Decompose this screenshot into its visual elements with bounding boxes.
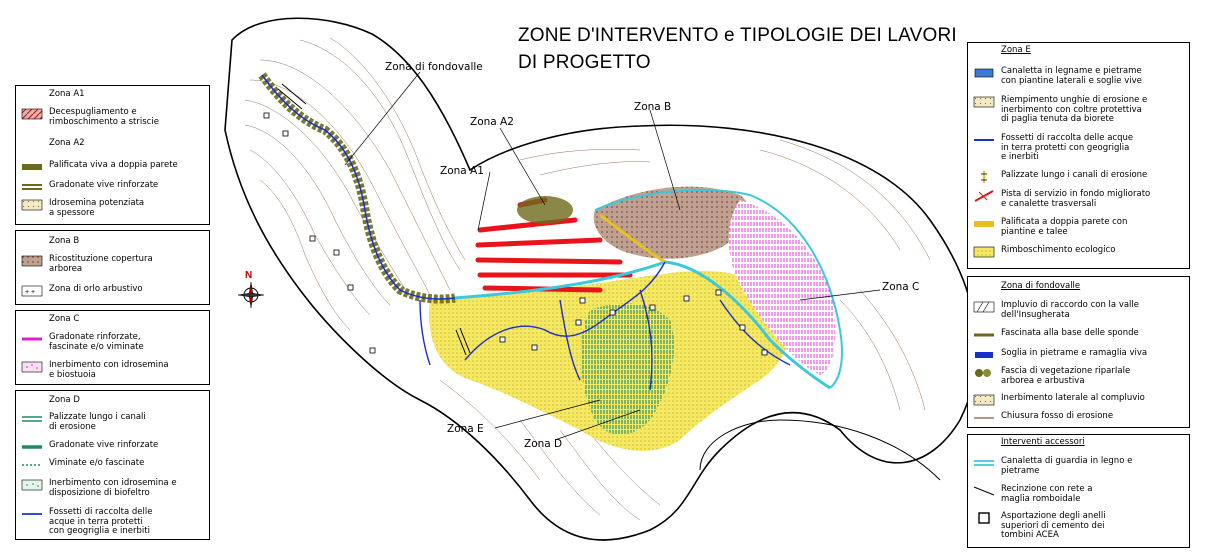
fossetti-e-icon: [974, 139, 994, 141]
palificata-icon: [22, 164, 42, 170]
label-zona-e: Zona E: [447, 423, 484, 435]
legend-d-header: Zona D: [49, 395, 80, 405]
inerbimento-laterale-icon: [973, 394, 995, 406]
legend-e-item: Rimboschimento ecologico: [1001, 245, 1116, 255]
gradonate-green-icon: [22, 445, 42, 449]
fondovalle-channel: [261, 74, 456, 300]
legend-e-item: Pista di servizio in fondo migliorato e …: [1001, 189, 1151, 209]
legend-accessori-item: Recinzione con rete a maglia romboidale: [1001, 484, 1093, 504]
legend-c-item: Gradonate rinforzate, fascinate e/o vimi…: [49, 332, 144, 352]
legend-e-item: Riempimento unghie di erosione e inerbim…: [1001, 95, 1148, 124]
legend-fondovalle-item: Soglia in pietrame e ramaglia viva: [1001, 348, 1148, 358]
canaletta-blue-icon: [974, 68, 994, 78]
legend-b-item: Zona di orlo arbustivo: [49, 284, 143, 294]
legend-d-item: Palizzate lungo i canali di erosione: [49, 412, 146, 432]
legend-a2-item: Idrosemina potenziata a spessore: [49, 198, 145, 218]
legend-e-item: Canaletta in legname e pietrame con pian…: [1001, 66, 1142, 86]
pista-red-icon: [974, 190, 994, 202]
recinzione-icon: [973, 486, 995, 496]
legend-d-item: Inerbimento con idrosemina e disposizion…: [49, 478, 177, 498]
riempimento-icon: [973, 96, 995, 108]
magenta-line-icon: [22, 337, 42, 341]
legend-e-header: Zona E: [1001, 45, 1031, 55]
label-zona-fondovalle: Zona di fondovalle: [385, 61, 483, 73]
legend-zona-c: Zona C Gradonate rinforzate, fascinate e…: [15, 310, 210, 385]
leader-lines: [344, 71, 881, 441]
map-title: ZONE D'INTERVENTO e TIPOLOGIE DEI LAVORI…: [518, 25, 957, 73]
red-hatch-icon: [21, 108, 43, 120]
fascia-vegetazione-icon: [975, 369, 991, 377]
brown-dots-icon: [21, 255, 43, 267]
soglia-icon: [975, 352, 993, 358]
legend-fondovalle: Zona di fondovalle Impluvio di raccordo …: [967, 276, 1190, 428]
legend-accessori-item: Asportazione degli anelli superiori di c…: [1001, 511, 1106, 540]
legend-a1-item: Decespugliamento e rimboschimento a stri…: [49, 107, 159, 127]
legend-a2-item: Palificata viva a doppia parete: [49, 160, 178, 170]
legend-fondovalle-item: Impluvio di raccordo con la valle dell'I…: [1001, 300, 1140, 320]
legend-zona-d: Zona D Palizzate lungo i canali di erosi…: [15, 390, 210, 540]
canaletta-guardia-icon: [974, 460, 994, 466]
legend-fondovalle-header: Zona di fondovalle: [1001, 281, 1081, 291]
compass-rose-icon: [237, 281, 265, 309]
zona-a1-stripes: [475, 197, 633, 293]
legend-e-item: Palificata a doppia parete con piantine …: [1001, 217, 1128, 237]
chiusura-fosso-icon: [974, 417, 994, 419]
palizzate-yellow-icon: [981, 171, 987, 183]
tombino-icon: [978, 512, 990, 524]
legend-a2-item: Gradonate vive rinforzate: [49, 180, 159, 190]
fondovalle-hatch: [277, 83, 471, 356]
label-zona-a1: Zona A1: [440, 165, 484, 177]
inner-boundary: [699, 419, 941, 481]
legend-b-header: Zona B: [49, 236, 80, 246]
legend-c-header: Zona C: [49, 314, 80, 324]
biofeltro-icon: [21, 479, 43, 491]
legend-zona-e: Zona E Canaletta in legname e pietrame c…: [967, 42, 1190, 269]
legend-c-item: Inerbimento con idrosemina e biostuoia: [49, 360, 169, 380]
cyan-channel-upper: [594, 189, 843, 389]
legend-fondovalle-item: Chiusura fosso di erosione: [1001, 411, 1114, 421]
legend-fondovalle-item: Fascinata alla base delle sponde: [1001, 328, 1139, 338]
gradonate-icon: [22, 184, 42, 190]
fascinata-icon: [974, 333, 994, 337]
label-zona-a2: Zona A2: [470, 116, 514, 128]
viminate-icon: [22, 464, 42, 466]
legend-b-item: Ricostituzione copertura arborea: [49, 254, 153, 274]
impluvio-icon: [973, 301, 995, 313]
legend-a1-header: Zona A1: [49, 89, 85, 99]
legend-zona-b: Zona B Ricostituzione copertura arborea …: [15, 230, 210, 305]
blue-fossetti: [419, 261, 791, 391]
legend-d-item: Viminate e/o fascinate: [49, 458, 145, 468]
idrosemina-icon: [21, 199, 43, 211]
legend-accessori-item: Canaletta di guardia in legno e pietrame: [1001, 456, 1133, 476]
legend-d-item: Fossetti di raccolta delle acque in terr…: [49, 507, 153, 536]
palizzate-icon: [22, 416, 42, 422]
zona-a2-area: [517, 196, 573, 224]
label-zona-d: Zona D: [524, 438, 563, 450]
label-zona-b: Zona B: [634, 101, 672, 113]
legend-fondovalle-item: Fascia di vegetazione riparIale arborea …: [1001, 366, 1131, 386]
legend-a2-header: Zona A2: [49, 138, 85, 148]
svg-text:+ +: + +: [25, 289, 35, 296]
north-label: N: [245, 270, 253, 281]
label-zona-c: Zona C: [882, 281, 920, 293]
rimboschimento-icon: [973, 246, 995, 258]
legend-e-item: Palizzate lungo i canali di erosione: [1001, 170, 1148, 180]
legend-e-item: Fossetti di raccolta delle acque in terr…: [1001, 133, 1134, 162]
legend-accessori-header: Interventi accessori: [1001, 437, 1085, 447]
zona-c-area: [728, 200, 836, 375]
legend-d-item: Gradonate vive rinforzate: [49, 440, 159, 450]
palificata-yellow-icon: [974, 221, 994, 227]
legend-accessori: Interventi accessori Canaletta di guardi…: [967, 434, 1190, 548]
legend-fondovalle-item: Inerbimento laterale al compluvio: [1001, 393, 1145, 403]
fossetti-blue-icon: [22, 513, 42, 515]
legend-zona-a: Zona A1 Decespugliamento e rimboschiment…: [15, 85, 210, 225]
yellow-palificata: [599, 213, 666, 264]
orlo-icon: + +: [21, 285, 43, 297]
contour-lines: [244, 37, 931, 521]
cyan-channel: [454, 260, 831, 390]
tombini: [263, 112, 768, 356]
north-arrow: N: [234, 270, 268, 310]
pink-dots-icon: [21, 361, 43, 373]
